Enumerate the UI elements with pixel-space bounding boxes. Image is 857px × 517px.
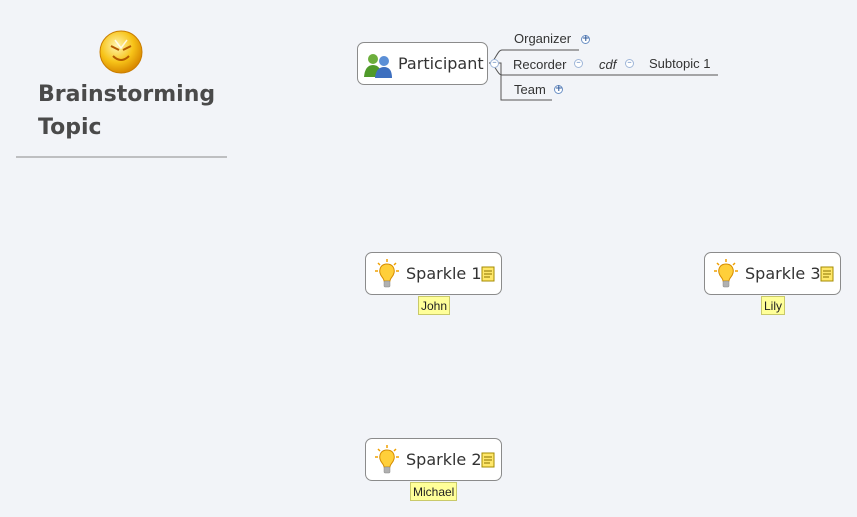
subtopic-1[interactable]: Subtopic 1 — [649, 56, 711, 71]
sparkle-label: Sparkle 1 — [406, 264, 482, 283]
lightbulb-icon — [375, 445, 399, 474]
subtopic-recorder[interactable]: Recorder — [513, 57, 567, 72]
participant-node[interactable]: Participant — [357, 42, 488, 85]
note-icon[interactable] — [481, 452, 495, 468]
sparkle-label: Sparkle 2 — [406, 450, 482, 469]
collapse-cdf-button[interactable]: – — [625, 59, 634, 68]
lightbulb-icon — [714, 259, 738, 288]
collapse-recorder-button[interactable]: – — [574, 59, 583, 68]
sparkle-label: Sparkle 3 — [745, 264, 821, 283]
person-tag-michael: Michael — [410, 482, 458, 501]
lightbulb-face-icon — [99, 30, 143, 74]
subtopic-cdf[interactable]: cdf — [599, 57, 617, 72]
sparkle-node-3[interactable]: Sparkle 3 — [704, 252, 841, 295]
expand-team-button[interactable]: + — [554, 84, 563, 94]
subtopic-team[interactable]: Team — [514, 82, 546, 97]
person-tag-john: John — [418, 296, 451, 315]
collapse-participant-button[interactable]: – — [490, 59, 499, 68]
central-topic-title[interactable]: Brainstorming Topic — [38, 82, 216, 140]
note-icon[interactable] — [820, 266, 834, 282]
sparkle-node-2[interactable]: Sparkle 2 — [365, 438, 502, 481]
expand-organizer-button[interactable]: + — [581, 34, 590, 44]
sparkle-node-1[interactable]: Sparkle 1 — [365, 252, 502, 295]
participant-label: Participant — [398, 54, 484, 73]
person-tag-lily: Lily — [761, 296, 786, 315]
people-icon — [364, 54, 392, 78]
lightbulb-icon — [375, 259, 399, 288]
subtopic-organizer[interactable]: Organizer — [514, 31, 572, 46]
note-icon[interactable] — [481, 266, 495, 282]
